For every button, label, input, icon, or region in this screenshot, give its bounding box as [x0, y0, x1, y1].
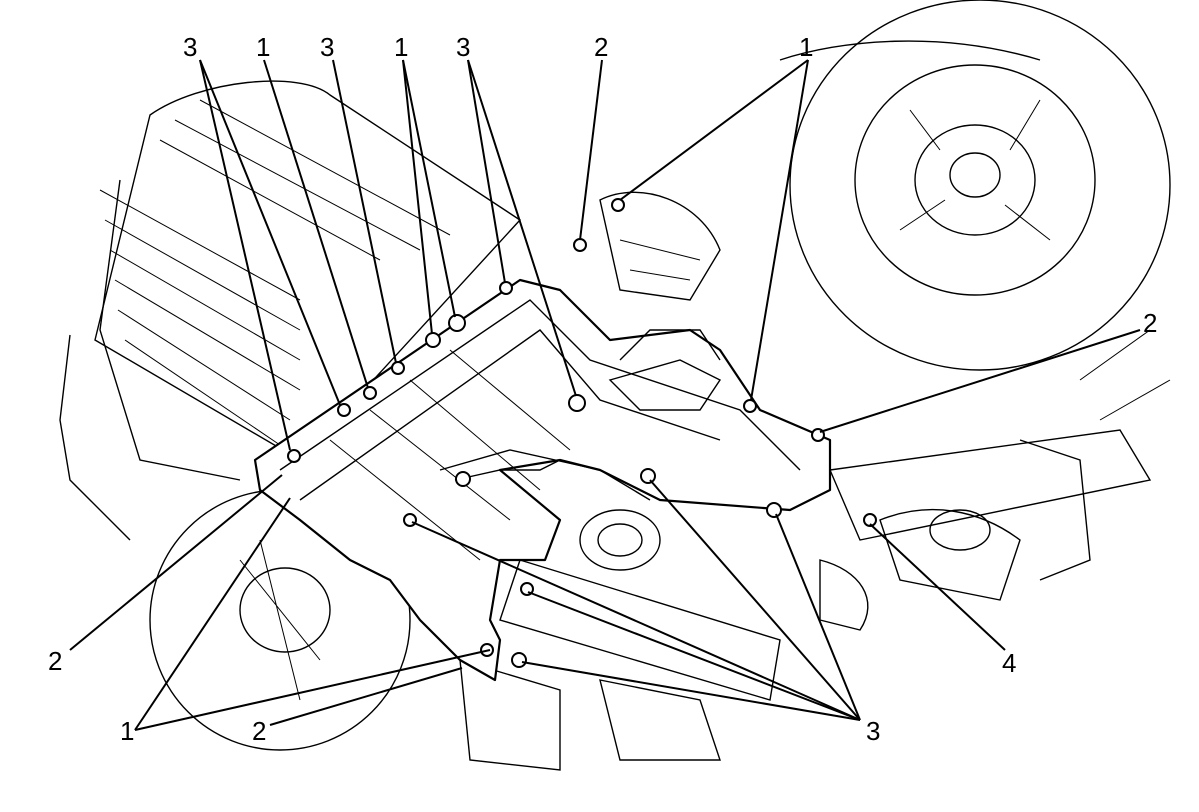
fastener — [425, 332, 441, 348]
fastener — [568, 394, 586, 412]
callout-label: 4 — [1002, 648, 1016, 678]
fastener — [863, 513, 877, 527]
callouts: 3 1 3 1 3 2 1 2 2 1 2 3 4 — [48, 32, 1157, 746]
underbody-shield — [253, 278, 832, 682]
fasteners — [287, 198, 877, 668]
fastener — [611, 198, 625, 212]
fastener — [403, 513, 417, 527]
fastener — [448, 314, 466, 332]
fastener — [391, 361, 405, 375]
leader-lines — [69, 59, 1141, 731]
background-structure — [59, 0, 1171, 771]
callout-label: 1 — [799, 32, 813, 62]
fastener — [363, 386, 377, 400]
fastener — [743, 399, 757, 413]
fastener — [455, 471, 471, 487]
callout-label: 3 — [866, 716, 880, 746]
callout-label: 3 — [456, 32, 470, 62]
callout-label: 1 — [256, 32, 270, 62]
callout-label: 2 — [594, 32, 608, 62]
fastener — [499, 281, 513, 295]
callout-label: 3 — [183, 32, 197, 62]
fastener — [287, 449, 301, 463]
fastener — [337, 403, 351, 417]
callout-label: 1 — [120, 716, 134, 746]
callout-label: 2 — [48, 646, 62, 676]
fastener — [640, 468, 656, 484]
fastener — [573, 238, 587, 252]
fastener — [511, 652, 527, 668]
callout-label: 2 — [252, 716, 266, 746]
fastener — [766, 502, 782, 518]
callout-label: 1 — [394, 32, 408, 62]
callout-label: 2 — [1143, 308, 1157, 338]
callout-label: 3 — [320, 32, 334, 62]
